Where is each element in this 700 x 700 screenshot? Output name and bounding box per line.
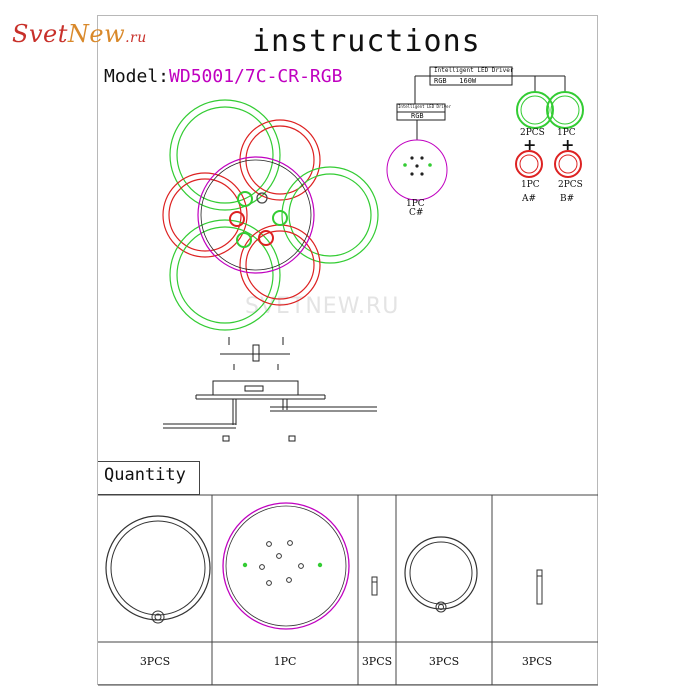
main-driver-spec: RGB 160W <box>434 77 477 85</box>
group-b-code: B# <box>560 194 575 204</box>
quantity-heading-box <box>98 461 200 495</box>
sub-driver-spec: RGB <box>411 112 424 120</box>
group-a-code: A# <box>522 194 537 204</box>
model-label: Model: <box>104 66 170 87</box>
quantity-heading: Quantity <box>104 465 186 485</box>
ring-outline <box>281 166 379 264</box>
ring-outline <box>245 125 315 195</box>
group-b-bottom-qty: 2PCS <box>558 180 583 190</box>
group-a-top-qty: 2PCS <box>520 128 545 138</box>
ring-outline <box>176 106 274 204</box>
ring-outline <box>288 173 372 257</box>
sub-driver-label: Intelligent LED Driver <box>398 104 451 109</box>
side-view-diagram <box>163 337 377 442</box>
socket <box>272 210 288 226</box>
screw-icon <box>371 576 378 596</box>
socket <box>256 192 268 204</box>
group-a-bottom-qty: 1PC <box>521 180 540 190</box>
center-disk-outline <box>197 156 315 274</box>
ring-outline <box>168 178 242 252</box>
red-ring-icon <box>554 150 582 178</box>
qty-cell-screw: 3PCS <box>361 655 393 668</box>
group-b-plus: + <box>561 135 575 154</box>
socket <box>237 191 253 207</box>
quantity-grid <box>98 494 598 686</box>
disk-code: C# <box>409 208 424 218</box>
green-ring-icon <box>546 91 584 129</box>
top-view-diagram <box>162 99 379 331</box>
disk-dots <box>403 156 432 176</box>
ring-outline <box>239 119 321 201</box>
disk-icon <box>386 139 448 201</box>
model-line: Model:WD5001/7C-CR-RGB <box>104 66 342 87</box>
ring-outline <box>239 224 321 306</box>
socket <box>229 211 245 227</box>
large-ring-icon <box>105 515 211 624</box>
wiring-diagram <box>386 66 584 201</box>
ring-outline <box>245 230 315 300</box>
group-a-plus: + <box>523 135 537 154</box>
qty-cell-rod: 3PCS <box>521 655 553 668</box>
model-number: WD5001/7C-CR-RGB <box>169 66 343 87</box>
ring-outline <box>162 172 248 258</box>
red-ring-icon <box>515 150 543 178</box>
ring-outline <box>169 219 281 331</box>
group-b-top-qty: 1PC <box>557 128 576 138</box>
page-title: instructions <box>252 24 481 59</box>
small-ring-icon <box>404 536 478 613</box>
qty-cell-center-disk: 1PC <box>273 655 297 668</box>
center-disk-outline <box>200 159 312 271</box>
socket <box>236 232 252 248</box>
disk-qty: 1PC <box>406 199 425 209</box>
center-disk-icon <box>222 502 350 630</box>
ring-outline <box>169 99 281 211</box>
qty-cell-large-ring: 3PCS <box>139 655 171 668</box>
qty-cell-small-ring: 3PCS <box>428 655 460 668</box>
svetnew-logo: SvetNew.ru <box>12 20 147 48</box>
green-ring-icon <box>516 91 554 129</box>
rod-icon <box>536 569 543 605</box>
ring-outline <box>176 226 274 324</box>
main-driver-label: Intelligent LED Driver <box>434 67 514 74</box>
socket <box>258 230 274 246</box>
canopy <box>212 380 299 396</box>
